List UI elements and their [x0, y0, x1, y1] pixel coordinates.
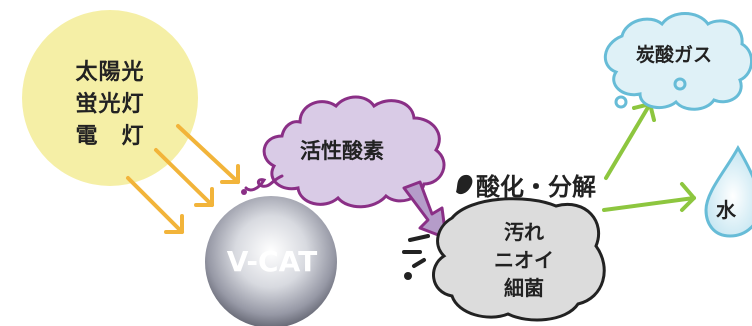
arrow-to-water [602, 182, 696, 212]
pollutant-line-2: ニオイ [494, 248, 554, 272]
co2-cloud [604, 12, 752, 111]
light-source-circle [22, 10, 198, 186]
co2-label: 炭酸ガス [636, 44, 713, 66]
light-source-line-1: 太陽光 [75, 60, 145, 85]
light-arrow-2 [154, 148, 214, 207]
active-oxygen-cloud [241, 95, 446, 209]
pollutant-line-1: 汚れ [504, 220, 544, 244]
process-label: 酸化・分解 [476, 173, 596, 201]
arrow-to-co2 [604, 102, 656, 180]
light-arrow-1 [176, 124, 240, 184]
active-oxygen-label: 活性酸素 [300, 139, 384, 163]
light-source-line-3: 電 灯 [75, 124, 145, 149]
light-source-line-2: 蛍光灯 [75, 92, 145, 117]
pollutant-blob [402, 174, 606, 322]
catalyst-sphere [205, 196, 337, 326]
light-arrow-3 [126, 176, 184, 234]
pollutant-line-3: 細菌 [504, 276, 544, 300]
water-drop [704, 144, 752, 238]
light-arrows [126, 124, 240, 234]
catalyst-label: V-CAT [226, 245, 318, 278]
pollutant-labels: 汚れ ニオイ 細菌 [474, 222, 574, 298]
product-arrows [602, 102, 696, 212]
water-label: 水 [716, 198, 736, 222]
